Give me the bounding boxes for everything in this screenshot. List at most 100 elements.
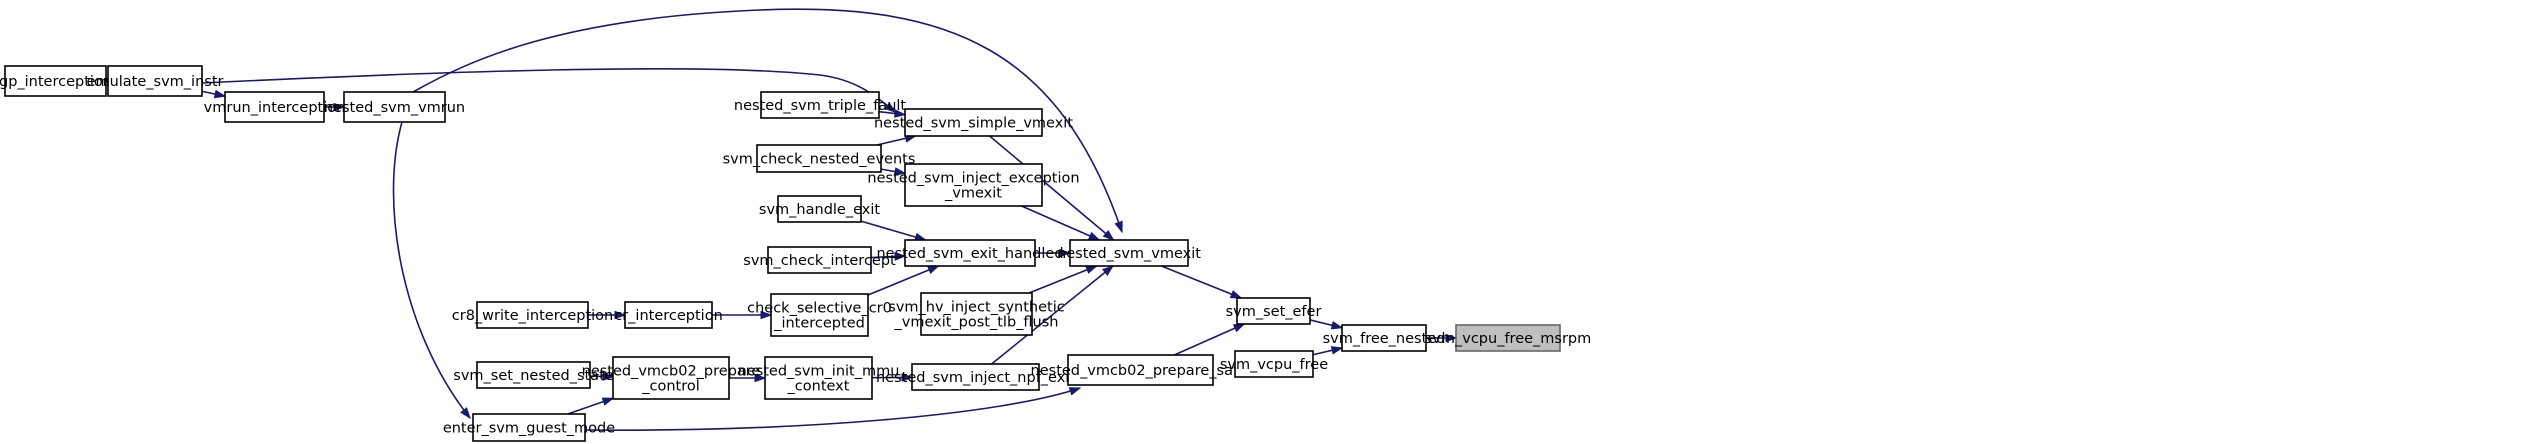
edge-nested_svm_inject_exception_vmexit-to-nested_svm_vmexit [1021, 205, 1101, 241]
node-gp_interception[interactable]: gp_interception [0, 65, 112, 97]
node-box [770, 293, 869, 337]
node-emulate_svm_instr[interactable]: emulate_svm_instr [87, 65, 224, 97]
node-label: gp_interception [0, 74, 112, 90]
node-box [1455, 324, 1561, 352]
edge-svm_hv_inject_synthetic_vmexit_post_tlb_flush-to-nested_svm_vmexit-arrowhead [1085, 265, 1098, 274]
edge-check_selective_cr0_intercepted-to-nested_svm_exit_handled-arrowhead [927, 265, 940, 274]
node-box [612, 356, 730, 400]
node-svm_check_nested_events[interactable]: svm_check_nested_events [723, 144, 916, 173]
edge-emulate_svm_instr-to-nested_svm_simple_vmexit [201, 68, 897, 113]
node-label: vmrun_interception [204, 100, 346, 116]
node-box [756, 144, 882, 173]
node-label: nested_svm_triple_fault [734, 98, 907, 114]
node-nested_vmcb02_prepare_control[interactable]: nested_vmcb02_prepare_control [582, 356, 761, 400]
edge-emulate_svm_instr-to-nested_svm_simple_vmexit-arrowhead [884, 102, 897, 113]
node-box [904, 163, 1043, 207]
edge-cr_interception-to-check_selective_cr0_intercepted-arrowhead [760, 310, 773, 320]
edge-cr8_write_interception-to-cr_interception [588, 310, 627, 320]
edge-svm_check_nested_events-to-nested_svm_inject_exception_vmexit [880, 167, 907, 176]
edge-svm_vcpu_free-to-svm_free_nested-arrowhead [1330, 346, 1344, 355]
edge-nested_svm_inject_npf_exit-to-nested_svm_vmexit-line [991, 265, 1114, 365]
node-label: nested_svm_inject_npf_exit [876, 370, 1075, 386]
node-cr_interception[interactable]: cr_interception [614, 301, 723, 329]
node-box [911, 363, 1040, 391]
node-check_selective_cr0_intercepted[interactable]: check_selective_cr0_intercepted [747, 293, 892, 337]
edge-nested_svm_init_mmu_context-to-nested_svm_inject_npf_exit-arrowhead [901, 373, 914, 382]
edge-nested_svm_simple_vmexit-to-nested_svm_vmexit [989, 135, 1115, 241]
node-label: nested_svm_vmrun [324, 100, 465, 116]
edge-cr_interception-to-check_selective_cr0_intercepted [712, 310, 773, 320]
node-box [624, 301, 713, 329]
edge-enter_svm_guest_mode-to-nested_vmcb02_prepare_control-arrowhead [601, 397, 615, 406]
node-nested_svm_exit_handled[interactable]: nested_svm_exit_handled [876, 239, 1064, 267]
node-label: emulate_svm_instr [87, 74, 224, 90]
edge-nested_svm_exit_handled-to-nested_svm_vmexit [1035, 248, 1072, 258]
node-label: _vmexit [944, 186, 1002, 202]
edge-nested_svm_triple_fault-to-nested_svm_simple_vmexit-arrowhead [894, 109, 907, 118]
node-nested_svm_vmrun[interactable]: nested_svm_vmrun [324, 91, 465, 123]
node-nested_svm_simple_vmexit[interactable]: nested_svm_simple_vmexit [874, 108, 1073, 137]
node-nested_svm_inject_npf_exit[interactable]: nested_svm_inject_npf_exit [876, 363, 1075, 391]
node-svm_check_intercept[interactable]: svm_check_intercept [743, 246, 896, 274]
node-label: svm_set_nested_state [453, 368, 613, 384]
edge-enter_svm_guest_mode-to-nested_vmcb02_prepare_save-line [584, 387, 1081, 431]
node-box [777, 195, 862, 223]
node-box [904, 108, 1043, 137]
node-box [1341, 324, 1427, 352]
node-box [472, 413, 586, 442]
edge-nested_svm_vmexit-to-svm_set_efer-arrowhead [1229, 290, 1243, 299]
edge-vmrun_interception-to-nested_svm_vmrun-arrowhead [333, 102, 346, 112]
edge-emulate_svm_instr-to-vmrun_interception-arrowhead [213, 89, 227, 99]
edge-nested_svm_vmrun-to-nested_svm_vmexit-line [412, 8, 1123, 233]
node-nested_svm_triple_fault[interactable]: nested_svm_triple_fault [734, 91, 907, 119]
node-box [224, 91, 325, 123]
edge-nested_svm_vmrun-to-nested_svm_vmexit [412, 8, 1123, 234]
edge-nested_svm_exit_handled-to-nested_svm_vmexit-arrowhead [1059, 248, 1072, 258]
node-label: nested_svm_simple_vmexit [874, 116, 1073, 132]
node-svm_hv_inject_synthetic_vmexit_post_tlb_flush[interactable]: svm_hv_inject_synthetic_vmexit_post_tlb_… [888, 292, 1065, 336]
edge-svm_check_nested_events-to-nested_svm_inject_exception_vmexit-arrowhead [893, 167, 907, 176]
edge-nested_svm_vmrun-to-enter_svm_guest_mode [392, 121, 471, 420]
edge-emulate_svm_instr-to-vmrun_interception [201, 89, 227, 99]
edge-svm_hv_inject_synthetic_vmexit_post_tlb_flush-to-nested_svm_vmexit [1028, 265, 1098, 294]
node-box [476, 301, 589, 329]
node-nested_svm_vmexit[interactable]: nested_svm_vmexit [1057, 239, 1201, 267]
node-svm_vcpu_free[interactable]: svm_vcpu_free [1220, 350, 1328, 378]
edge-svm_set_nested_state-to-nested_vmcb02_prepare_control-arrowhead [602, 372, 615, 381]
node-box [107, 65, 203, 97]
node-label: check_selective_cr0 [747, 301, 892, 317]
edge-check_selective_cr0_intercepted-to-nested_svm_exit_handled [867, 265, 940, 296]
node-svm_set_efer[interactable]: svm_set_efer [1226, 297, 1322, 325]
node-box [4, 65, 107, 97]
edge-enter_svm_guest_mode-to-nested_vmcb02_prepare_save-arrowhead [1068, 387, 1082, 396]
node-svm_handle_exit[interactable]: svm_handle_exit [759, 195, 880, 223]
edge-nested_vmcb02_prepare_control-to-nested_svm_init_mmu_context [729, 373, 767, 383]
node-vmrun_interception[interactable]: vmrun_interception [204, 91, 346, 123]
edge-svm_vcpu_free-to-svm_free_nested [1312, 346, 1344, 356]
node-svm_free_nested[interactable]: svm_free_nested [1323, 324, 1446, 352]
node-svm_vcpu_free_msrpm[interactable]: svm_vcpu_free_msrpm [1425, 324, 1592, 352]
node-nested_vmcb02_prepare_save[interactable]: nested_vmcb02_prepare_save [1031, 354, 1251, 386]
node-label: svm_vcpu_free [1220, 357, 1328, 373]
edge-nested_vmcb02_prepare_save-to-svm_set_efer [1173, 323, 1246, 356]
node-label: svm_check_nested_events [723, 152, 916, 168]
node-label: _context [787, 379, 850, 395]
node-svm_set_nested_state[interactable]: svm_set_nested_state [453, 361, 614, 389]
node-box [1236, 297, 1311, 325]
edge-nested_svm_vmrun-to-enter_svm_guest_mode-line [392, 121, 471, 419]
node-nested_svm_inject_exception_vmexit[interactable]: nested_svm_inject_exception_vmexit [867, 163, 1080, 207]
edge-nested_vmcb02_prepare_save-to-svm_set_efer-line [1173, 323, 1245, 356]
node-label: svm_handle_exit [759, 202, 880, 218]
edge-emulate_svm_instr-to-nested_svm_simple_vmexit-line [201, 68, 896, 113]
edge-svm_hv_inject_synthetic_vmexit_post_tlb_flush-to-nested_svm_vmexit-line [1028, 265, 1097, 294]
node-nested_svm_init_mmu_context[interactable]: nested_svm_init_mmu_context [738, 356, 900, 400]
edge-nested_svm_vmexit-to-svm_set_efer-line [1161, 265, 1242, 299]
node-box [767, 246, 872, 274]
edge-nested_svm_inject_npf_exit-to-nested_svm_vmexit [991, 265, 1115, 365]
node-cr8_write_interception[interactable]: cr8_write_interception [452, 301, 613, 329]
node-label: nested_svm_exit_handled [876, 246, 1063, 262]
node-enter_svm_guest_mode[interactable]: enter_svm_guest_mode [443, 413, 615, 442]
node-label: cr8_write_interception [452, 308, 613, 324]
